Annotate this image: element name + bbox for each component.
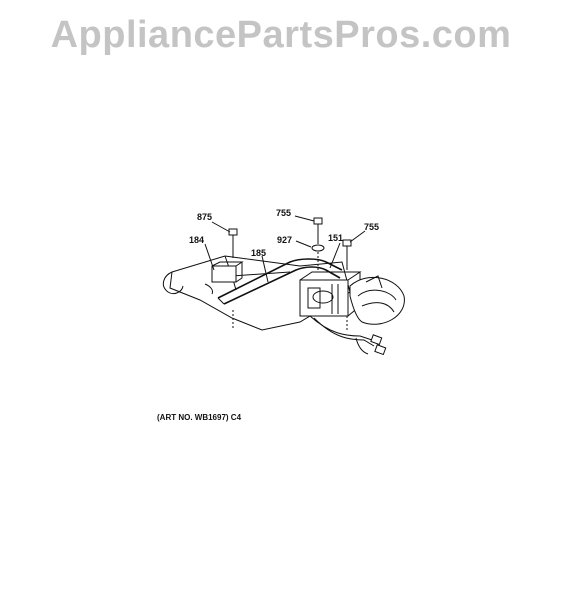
site-watermark: AppliancePartsPros.com	[50, 14, 512, 56]
callout-185: 185	[251, 248, 266, 258]
callout-151: 151	[328, 233, 343, 243]
callout-927: 927	[277, 235, 292, 245]
callout-755-right: 755	[364, 222, 379, 232]
washer-927	[311, 244, 325, 252]
leader-lines	[204, 215, 366, 283]
callout-875: 875	[197, 212, 212, 222]
mounting-bar	[217, 258, 343, 305]
callout-755-center: 755	[276, 208, 291, 218]
fan-blade	[349, 275, 405, 325]
art-number-caption: (ART NO. WB1697) C4	[157, 413, 242, 422]
screw-755-right	[342, 239, 352, 332]
callout-184: 184	[189, 235, 204, 245]
wire-harness	[309, 315, 387, 356]
